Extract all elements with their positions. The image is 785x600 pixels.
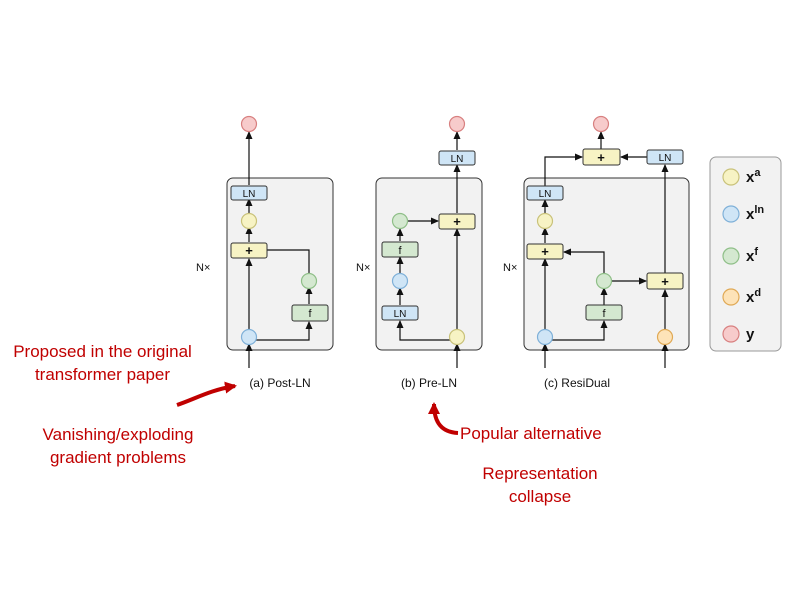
post-ln-add-box <box>230 242 268 259</box>
annotation-proposed-line2: transformer paper <box>34 365 171 384</box>
residual-output-node <box>592 115 610 133</box>
svg-text:xf: xf <box>746 246 758 265</box>
legend-label-xa: x <box>746 169 755 186</box>
residual-f-label: f <box>602 308 606 320</box>
residual-right-add-box <box>646 272 684 290</box>
residual-caption: (c) ResiDual <box>544 376 610 390</box>
post-ln-f-label: f <box>308 308 312 320</box>
annotation-representation-line1: Representation <box>482 464 598 483</box>
legend-swatch-xln <box>722 205 740 223</box>
legend-label-xln: x <box>746 206 755 223</box>
post-ln-annotation-arrow <box>176 381 237 407</box>
post-ln-ln-label: LN <box>243 189 256 200</box>
pre-ln-f-label: f <box>398 245 402 257</box>
post-ln-f-output-node <box>300 272 318 290</box>
svg-text:xln: xln <box>746 204 764 223</box>
svg-text:xd: xd <box>746 287 761 306</box>
pre-ln-add-label: + <box>453 214 461 229</box>
pre-ln-inner-ln-box <box>381 305 419 321</box>
residual-top-add-box <box>582 148 621 166</box>
pre-ln-block <box>375 177 483 351</box>
residual-inner-ln-label: LN <box>539 189 552 200</box>
annotation-representation-line2: collapse <box>508 487 572 506</box>
pre-ln-inner-ln-label: LN <box>394 309 407 320</box>
legend-swatch-xd <box>722 288 740 306</box>
annotation-proposed-line1: Proposed in the original <box>13 342 192 361</box>
pre-ln-f-output-node <box>391 212 409 230</box>
residual-dual-input-node <box>656 328 674 346</box>
legend-sup-xf: f <box>754 246 758 258</box>
svg-text:y: y <box>746 326 755 343</box>
annotation-vanishing-line1: Vanishing/exploding <box>42 425 194 444</box>
annotation-popular: Popular alternative <box>460 422 620 445</box>
pre-ln-output-node <box>448 115 466 133</box>
legend-label-xd: x <box>746 289 755 306</box>
legend-swatch-xa <box>722 168 740 186</box>
diagram-residual: N× f + + LN LN + (c) ResiDual <box>503 115 690 390</box>
residual-inner-ln-box <box>526 185 564 201</box>
legend-item-xf: xf <box>722 246 758 265</box>
pre-ln-repeat-label: N× <box>356 262 370 274</box>
residual-final-ln-box <box>646 149 684 165</box>
legend-item-xln: xln <box>722 204 764 223</box>
legend-sup-xln: ln <box>754 204 764 216</box>
residual-final-ln-label: LN <box>659 153 672 164</box>
legend-swatch-y <box>722 325 740 343</box>
legend-label-y: y <box>746 326 755 343</box>
pre-ln-final-ln-box <box>438 150 476 166</box>
annotation-vanishing-line2: gradient problems <box>49 448 187 467</box>
post-ln-output-node <box>240 115 258 133</box>
svg-text:xa: xa <box>746 167 761 186</box>
annotation-vanishing: Vanishing/exploding gradient problems <box>18 423 218 469</box>
post-ln-add-label: + <box>245 243 253 258</box>
annotation-popular-line1: Popular alternative <box>460 424 602 443</box>
residual-top-add-label: + <box>597 150 605 165</box>
residual-right-add-label: + <box>661 274 669 289</box>
pre-ln-annotation-arrow <box>428 402 459 435</box>
post-ln-caption: (a) Post-LN <box>249 376 310 390</box>
annotation-representation: Representation collapse <box>460 462 620 508</box>
legend-sup-xd: d <box>754 287 761 299</box>
post-ln-repeat-label: N× <box>196 262 210 274</box>
pre-ln-add-box <box>438 213 476 230</box>
legend: xa xln xf xd y <box>709 156 782 352</box>
post-ln-input-node <box>240 328 258 346</box>
legend-label-xf: x <box>746 248 755 265</box>
residual-input-node <box>536 328 554 346</box>
post-ln-add-output-node <box>240 212 258 230</box>
residual-repeat-label: N× <box>503 262 517 274</box>
pre-ln-ln-output-node <box>391 272 409 290</box>
residual-left-add-box <box>526 243 564 260</box>
diagram-pre-ln: N× LN f + LN (b) Pre-LN <box>356 115 483 390</box>
legend-sup-xa: a <box>754 167 761 179</box>
residual-f-box <box>585 304 623 321</box>
pre-ln-final-ln-label: LN <box>451 154 464 165</box>
residual-add-output-node <box>536 212 554 230</box>
annotation-proposed: Proposed in the original transformer pap… <box>0 340 205 386</box>
diagram-post-ln: N× f + LN (a) Post-LN <box>196 115 334 390</box>
legend-item-y: y <box>722 325 755 343</box>
residual-left-add-label: + <box>541 244 549 259</box>
residual-block <box>523 177 690 351</box>
residual-f-output-node <box>595 272 613 290</box>
pre-ln-caption: (b) Pre-LN <box>401 376 457 390</box>
post-ln-ln-box <box>230 185 268 201</box>
pre-ln-input-node <box>448 328 466 346</box>
legend-item-xd: xd <box>722 287 761 306</box>
post-ln-f-box <box>291 304 329 322</box>
pre-ln-f-box <box>381 241 419 258</box>
legend-swatch-xf <box>722 247 740 265</box>
post-ln-block <box>226 177 334 351</box>
legend-item-xa: xa <box>722 167 761 186</box>
